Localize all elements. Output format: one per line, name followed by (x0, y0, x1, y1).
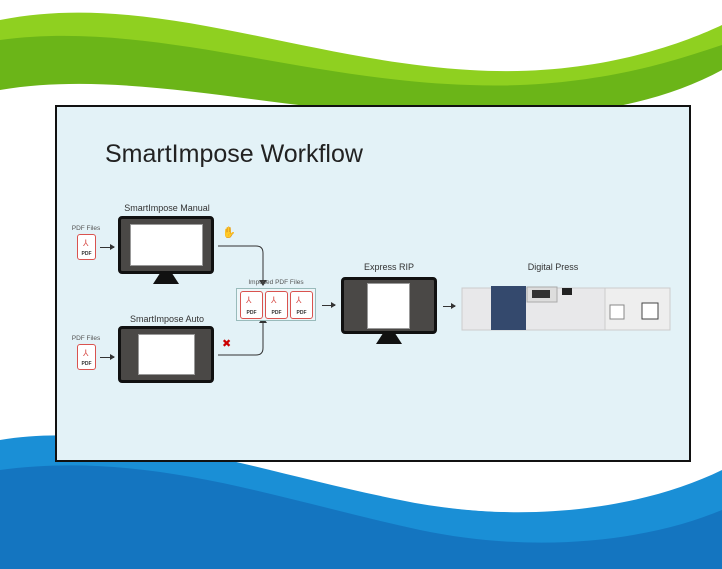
pdf-icon: ⅄PDF (290, 291, 313, 319)
pdf-files-label: PDF Files (71, 335, 101, 342)
arrow (322, 302, 336, 308)
smartimpose-auto-monitor (118, 326, 214, 383)
imposed-pdf-files-label: Imposed PDF Files (248, 279, 304, 286)
express-rip-label: Express RIP (363, 262, 415, 272)
arrow (100, 244, 115, 250)
page-title: SmartImpose Workflow (105, 140, 363, 168)
connector-arrow (218, 245, 267, 286)
app-screenshot (130, 224, 203, 266)
digital-press-image (461, 286, 671, 331)
pdf-icon: ⅄PDF (77, 344, 96, 370)
pdf-icon: ⅄PDF (77, 234, 96, 260)
smartimpose-manual-monitor (118, 216, 214, 274)
digital-press-label: Digital Press (527, 262, 579, 272)
app-screenshot (367, 283, 410, 329)
pdf-files-label: PDF Files (71, 225, 101, 232)
arrow (443, 303, 456, 309)
pdf-icon: ⅄PDF (265, 291, 288, 319)
hand-icon: ✋ (222, 227, 236, 239)
arrow (100, 354, 115, 360)
express-rip-monitor (341, 277, 437, 334)
smartimpose-manual-label: SmartImpose Manual (124, 203, 210, 213)
smartimpose-auto-label: SmartImpose Auto (129, 314, 205, 324)
no-hand-icon: ✖ (222, 338, 232, 350)
pdf-icon: ⅄PDF (240, 291, 263, 319)
app-screenshot (138, 334, 195, 375)
monitor-stand (376, 334, 402, 344)
imposed-pdf-files-box: ⅄PDF ⅄PDF ⅄PDF (236, 288, 316, 321)
monitor-stand (153, 274, 179, 284)
connector-arrow (218, 317, 267, 356)
